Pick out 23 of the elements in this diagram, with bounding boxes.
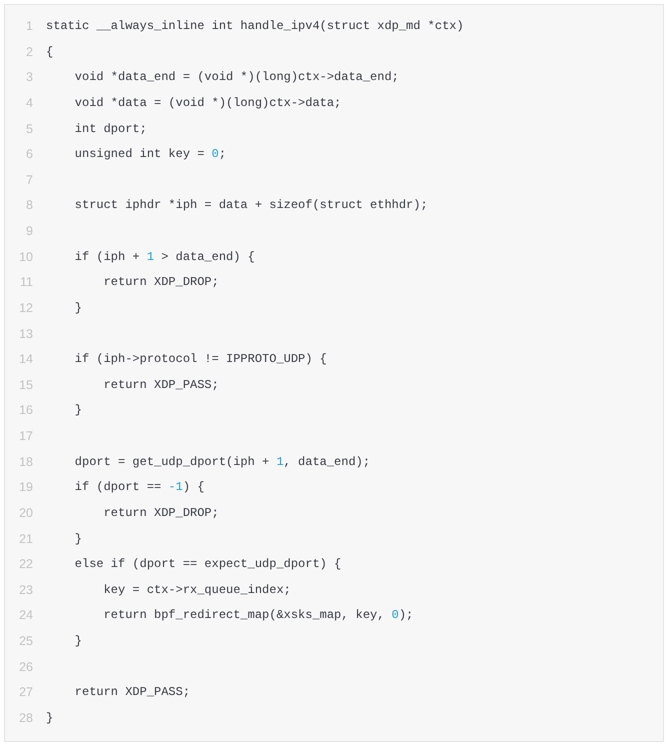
code-line: { (46, 44, 54, 61)
code-line: } (74, 633, 82, 650)
code-line: void *data_end = (void *)(long)ctx->data_end; (74, 69, 399, 86)
code-line: if (dport == -1) { (74, 479, 204, 496)
code-line: else if (dport == expect_udp_dport) { (74, 556, 342, 574)
code-line: } (74, 402, 82, 420)
code-line: void *data = (void *)(long)ctx->data; (74, 94, 342, 112)
code-line: return bpf_redirect_map(&xsks_map, key, 0); (102, 607, 414, 624)
code-line: } (74, 300, 82, 317)
code-line: struct iphdr *iph = data + sizeof(struct ethhdr); (74, 197, 428, 214)
code-line: return XDP_DROP; (102, 504, 219, 522)
code-line: return XDP_PASS; (102, 376, 219, 394)
code-line: return XDP_PASS; (74, 684, 190, 702)
code-line: dport = get_udp_dport(iph + 1, data_end); (74, 454, 370, 471)
code-line: if (iph + 1 > data_end) { (74, 248, 255, 266)
code-line: unsigned int key = 0; (74, 146, 226, 164)
code-line: key = ctx->rx_queue_index; (102, 582, 291, 599)
code-line: static __always_inline int handle_ipv4(struct xdp_md *ctx) (46, 18, 464, 35)
code-line: int dport; (74, 120, 147, 138)
code-line: } (46, 710, 54, 727)
code-line: } (74, 530, 82, 548)
code-line: if (iph->protocol != IPPROTO_UDP) { (74, 351, 327, 368)
code-line: return XDP_DROP; (102, 274, 219, 292)
